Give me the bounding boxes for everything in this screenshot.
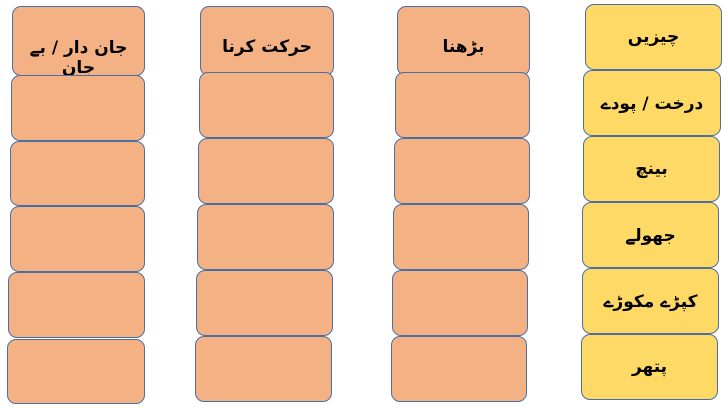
thing-label: پتھر [631,357,668,377]
answer-cell[interactable] [393,204,529,270]
header-things: چیزیں [585,4,722,70]
header-label: جان دار / بے جان [29,38,128,78]
answer-cell[interactable] [10,141,145,206]
thing-label: کپڑے مکوڑے [603,291,698,312]
header-label: حرکت کرنا [222,37,312,57]
answer-cell[interactable] [391,336,527,402]
answer-cell[interactable] [197,204,334,270]
header-label: چیزیں [627,27,680,47]
answer-cell[interactable] [394,138,530,204]
answer-cell[interactable] [196,270,333,336]
thing-label: درخت / پودے [600,93,704,114]
header-grows: بڑھنا [397,6,530,76]
thing-swings: جھولے [582,202,719,268]
answer-cell[interactable] [395,72,530,138]
answer-cell[interactable] [8,272,145,338]
header-living-nonliving: جان دار / بے جان [12,6,145,78]
header-moves: حرکت کرنا [200,6,334,76]
answer-cell[interactable] [7,339,145,404]
thing-insects: کپڑے مکوڑے [582,268,719,334]
thing-tree-plants: درخت / پودے [583,70,721,136]
thing-bench: بینچ [583,136,720,202]
answer-cell[interactable] [198,138,334,204]
answer-cell[interactable] [11,75,145,141]
header-label: بڑھنا [442,37,485,57]
answer-cell[interactable] [199,72,334,138]
answer-cell[interactable] [195,336,332,402]
thing-stone: پتھر [581,334,718,400]
thing-label: جھولے [625,225,676,246]
answer-cell[interactable] [392,270,528,336]
answer-cell[interactable] [10,206,145,272]
thing-label: بینچ [635,159,668,179]
